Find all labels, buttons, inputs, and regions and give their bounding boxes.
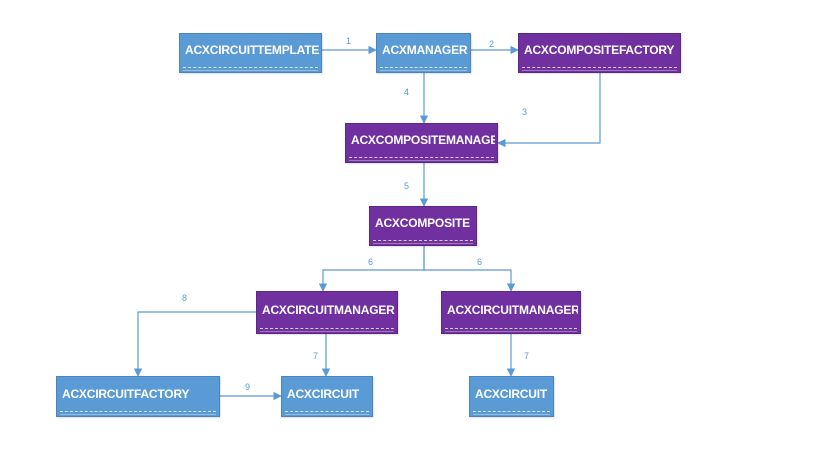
node-acxcompositemanager[interactable]: ACXCOMPOSITEMANAGER [345, 123, 498, 163]
node-acxcircuit-right[interactable]: ACXCIRCUIT [469, 376, 554, 417]
node-label: ACXCIRCUITMANAGER [262, 303, 395, 317]
edge-acxcompositefactory-to-acxcompositemanager [497, 73, 601, 148]
node-label: ACXCIRCUITFACTORY [62, 387, 190, 401]
node-label: ACXCOMPOSITE [375, 216, 470, 230]
node-acxcircuit-left[interactable]: ACXCIRCUIT [281, 376, 373, 417]
node-acxcircuitfactory[interactable]: ACXCIRCUITFACTORY [56, 376, 220, 417]
node-label: ACXCIRCUIT [287, 387, 359, 401]
node-label: ACXCIRCUIT [475, 387, 547, 401]
edge-label: 1 [346, 36, 352, 46]
edge-label: 7 [524, 351, 530, 361]
node-label: ACXCIRCUITTEMPLATE [185, 43, 319, 57]
node-label: ACXMANAGER [382, 43, 468, 57]
edge-label: 8 [182, 293, 188, 303]
node-label: ACXCOMPOSITEMANAGER [351, 133, 495, 147]
edge-label: 5 [404, 181, 410, 191]
node-acxcompositefactory[interactable]: ACXCOMPOSITEFACTORY [518, 33, 681, 73]
node-acxmanager[interactable]: ACXMANAGER [376, 33, 471, 73]
edge-label: 6 [477, 257, 483, 267]
node-acxcomposite[interactable]: ACXCOMPOSITE [369, 206, 477, 246]
node-acxcircuitmanager-left[interactable]: ACXCIRCUITMANAGER [256, 291, 398, 334]
node-label: ACXCOMPOSITEFACTORY [524, 43, 675, 57]
node-acxcircuittemplate[interactable]: ACXCIRCUITTEMPLATE [179, 33, 322, 73]
edge-label: 3 [522, 107, 528, 117]
node-acxcircuitmanager-right[interactable]: ACXCIRCUITMANAGER [441, 291, 581, 334]
edge-acxcomposite-to-acxcircuitmanager-right [423, 246, 516, 292]
edge-label: 9 [245, 382, 251, 392]
edge-label: 6 [368, 257, 374, 267]
edge-label: 4 [404, 87, 410, 97]
edge-label: 2 [489, 39, 495, 49]
edge-acxcomposite-to-acxcircuitmanager-left [318, 246, 425, 292]
edge-label: 7 [313, 351, 319, 361]
edge-acxcircuitmanager-left-to-acxcircuitfactory [133, 311, 256, 377]
node-label: ACXCIRCUITMANAGER [447, 303, 578, 317]
